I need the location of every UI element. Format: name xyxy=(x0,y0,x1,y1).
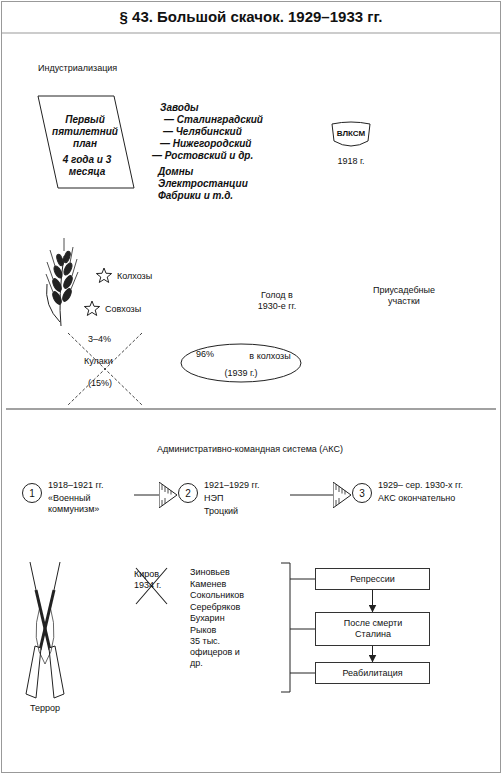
wheat-grain xyxy=(51,290,63,305)
text-label: Индустриализация xyxy=(38,63,158,74)
node-text: Троцкий xyxy=(204,506,288,517)
text-label: Серебряков xyxy=(190,602,270,613)
callout-number: 3 xyxy=(352,483,372,503)
stage-node: 3 1929– сер. 1930-х гг. АКС окончательно xyxy=(352,478,488,512)
node-text: 4 года и 3 месяца xyxy=(56,154,118,178)
text-label: Совхозы xyxy=(105,304,165,315)
callout-number: 1 xyxy=(22,483,42,503)
process-box: После смерти Сталина xyxy=(315,612,430,646)
node-text: в колхозы xyxy=(242,351,298,362)
text-label: Голод в 1930-е гг. xyxy=(250,290,304,312)
node-text: После смерти Сталина xyxy=(343,618,403,640)
ellipse-outline xyxy=(181,344,301,382)
node-text: «Военный коммунизм» xyxy=(48,493,132,515)
node-text: 1921–1929 гг. xyxy=(204,480,288,491)
text-label: Заводы xyxy=(160,102,280,114)
node-text: (1939 г.) xyxy=(180,368,302,379)
star-symbol xyxy=(84,301,99,315)
text-label: 3–4% xyxy=(88,334,128,345)
text-label: 1918 г. xyxy=(326,156,376,167)
section-divider xyxy=(6,408,496,409)
text-label: — Челябинский xyxy=(163,126,283,138)
process-box: Реабилитация xyxy=(315,662,430,684)
text-label: (15%) xyxy=(88,378,128,389)
flow-arrow xyxy=(372,590,373,612)
text-label: — Ростовский и др. xyxy=(152,150,282,162)
title-rule xyxy=(2,33,501,34)
callout-number: 2 xyxy=(178,483,198,503)
node-text: 1918–1921 гг. xyxy=(48,480,132,491)
badge-shape: ВЛКСМ xyxy=(330,121,372,149)
text-label: Террор xyxy=(20,703,70,714)
oval-node: 96% в колхозы (1939 г.) xyxy=(180,343,302,383)
node-text: Реабилитация xyxy=(316,668,429,679)
bracket xyxy=(281,563,315,692)
bayonet xyxy=(54,562,60,590)
rifle-stock xyxy=(49,646,64,698)
text-label: Колхозы xyxy=(117,271,177,282)
rifle-stock xyxy=(26,646,41,698)
text-label: Электростанции xyxy=(158,178,278,190)
node-text: 1929– сер. 1930-х гг. xyxy=(378,480,486,491)
bayonet xyxy=(30,562,36,590)
parallelogram-outline xyxy=(38,96,134,188)
flow-arrow xyxy=(134,495,176,496)
text-label: Кулаки xyxy=(84,356,134,367)
plan-parallelogram: Первый пятилетний план 4 года и 3 месяца xyxy=(38,96,134,188)
rifle-strap xyxy=(36,606,54,664)
node-text: НЭП xyxy=(204,493,288,504)
text-label: 35 тыс. офицеров и др. xyxy=(190,636,250,669)
text-label: Административно-командная система (АКС) xyxy=(100,444,400,455)
flow-arrow xyxy=(290,495,350,496)
wheat-grain xyxy=(62,274,74,289)
crossed-rifles xyxy=(26,562,64,698)
text-label: Приусадебные участки xyxy=(368,285,440,307)
text-label: — Нижегородский xyxy=(160,138,280,150)
text-label: Домны xyxy=(158,166,278,178)
text-label: — Сталинградский xyxy=(164,114,284,126)
process-box: Репрессии xyxy=(315,568,430,590)
text-label: Зиновьев xyxy=(190,567,270,578)
text-label: Сокольников xyxy=(190,590,270,601)
page-title: § 43. Большой скачок. 1929–1933 гг. xyxy=(0,8,502,26)
rifle-barrel xyxy=(40,590,54,650)
text-label: Каменев xyxy=(190,579,270,590)
wheat-ear xyxy=(46,238,78,326)
node-text: 96% xyxy=(190,349,220,360)
node-text: ВЛКСМ xyxy=(330,129,372,139)
wheat-grain xyxy=(62,262,73,276)
connector-layer xyxy=(134,495,373,662)
stage-node: 1 1918–1921 гг. «Военный коммунизм» xyxy=(22,478,132,512)
text-label: Киров 1934 г. xyxy=(134,569,170,591)
text-label: Фабрики и т.д. xyxy=(158,190,278,202)
node-text: Первый пятилетний план xyxy=(52,114,118,150)
stage-node: 21921–1929 гг.НЭПТроцкий xyxy=(178,478,288,512)
wheat-awns xyxy=(46,238,78,292)
flow-arrow xyxy=(372,646,373,662)
node-text: АКС окончательно xyxy=(378,493,486,504)
cross-out xyxy=(68,333,142,405)
wheat-grain xyxy=(61,287,73,302)
star-symbol xyxy=(96,268,111,282)
node-text: Репрессии xyxy=(316,574,429,585)
text-label: Бухарин xyxy=(190,613,270,624)
wheat-grain xyxy=(52,265,63,279)
text-label: Рыков xyxy=(190,625,270,636)
